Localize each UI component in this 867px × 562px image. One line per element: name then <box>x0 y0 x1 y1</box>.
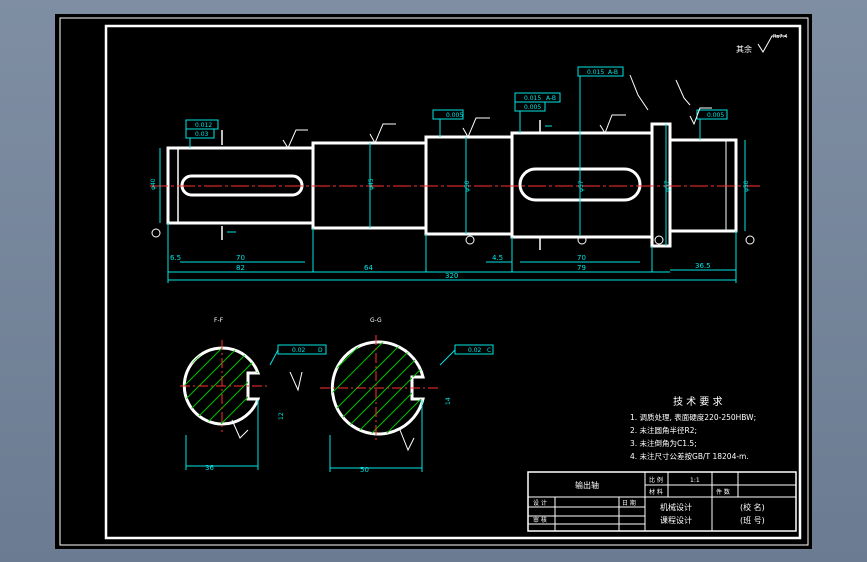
svg-text:0.005: 0.005 <box>446 112 463 119</box>
section-markers <box>221 120 552 250</box>
svg-text:70: 70 <box>236 254 245 262</box>
tech-line-4: 4. 未注尺寸公差按GB/T 18204-m. <box>630 451 749 461</box>
datum-symbols <box>151 228 755 245</box>
svg-text:件 数: 件 数 <box>716 488 730 496</box>
svg-text:比 例: 比 例 <box>649 476 663 484</box>
svg-text:0.03: 0.03 <box>195 131 209 138</box>
svg-text:G-G: G-G <box>370 317 382 324</box>
drawing-canvas: 其余 Ra7.4 φ40 φ45 φ50 φ57 φ57 <box>59 17 809 546</box>
section-f-f: F-F 36 12 0.02 D <box>180 317 327 472</box>
svg-text:A-B: A-B <box>546 95 556 102</box>
svg-text:(校 名): (校 名) <box>740 502 765 512</box>
diameter-labels: φ40 φ45 φ50 φ57 φ57 φ50 <box>150 178 750 192</box>
technical-requirements: 技 术 要 求 1. 调质处理, 表面硬度220-250HBW; 2. 未注圆角… <box>630 395 756 461</box>
svg-text:0.012: 0.012 <box>195 122 212 129</box>
outer-frame <box>59 17 809 546</box>
roughness-marks <box>282 74 712 150</box>
svg-text:36: 36 <box>205 464 214 472</box>
svg-text:14: 14 <box>445 397 452 405</box>
svg-text:课程设计: 课程设计 <box>660 515 692 525</box>
svg-text:12: 12 <box>278 412 285 420</box>
svg-text:1:1: 1:1 <box>690 477 700 484</box>
tech-line-2: 2. 未注圆角半径R2; <box>630 425 697 435</box>
svg-text:C: C <box>487 347 491 354</box>
tolerance-frames: 0.012 0.03 0.005 0.015 A-B 0.005 0.015 A… <box>185 66 728 148</box>
svg-text:82: 82 <box>236 264 245 272</box>
drawing-border <box>104 24 802 540</box>
svg-text:320: 320 <box>445 272 458 280</box>
svg-text:0.02: 0.02 <box>468 347 482 354</box>
title-block: 输出轴 比 例 1:1 材 料 件 数 设 计 审 核 日 期 机械设计 课程设… <box>527 471 797 532</box>
svg-text:F-F: F-F <box>214 317 224 324</box>
part-name: 输出轴 <box>575 480 599 490</box>
svg-text:审 核: 审 核 <box>533 516 547 524</box>
length-labels: 70 64 4.5 70 36.5 6.5 82 79 320 <box>170 254 711 280</box>
svg-text:0.005: 0.005 <box>707 112 724 119</box>
svg-text:φ57: φ57 <box>578 180 585 192</box>
section-g-g: G-G 50 14 0.02 C <box>320 317 494 474</box>
tech-line-3: 3. 未注倒角为C1.5; <box>630 438 697 448</box>
svg-text:50: 50 <box>360 466 369 474</box>
svg-text:70: 70 <box>577 254 586 262</box>
cad-drawing-viewport[interactable]: 其余 Ra7.4 φ40 φ45 φ50 φ57 φ57 <box>55 14 812 549</box>
svg-text:机械设计: 机械设计 <box>660 502 692 512</box>
svg-text:D: D <box>318 347 323 354</box>
svg-text:6.5: 6.5 <box>170 254 181 262</box>
svg-text:36.5: 36.5 <box>695 262 711 270</box>
svg-text:0.015: 0.015 <box>524 95 541 102</box>
length-dimensions <box>167 223 737 283</box>
roughness-note: 其余 <box>736 44 752 54</box>
svg-text:日 期: 日 期 <box>622 499 636 507</box>
tech-title: 技 术 要 求 <box>673 395 723 408</box>
svg-text:0.02: 0.02 <box>292 347 306 354</box>
svg-text:(班 号): (班 号) <box>740 515 765 525</box>
diameter-dim-lines <box>159 124 746 246</box>
svg-text:φ57: φ57 <box>664 180 671 192</box>
svg-text:φ50: φ50 <box>743 180 750 192</box>
shaft-outline <box>166 122 738 248</box>
svg-text:设 计: 设 计 <box>533 499 547 507</box>
svg-text:0.015: 0.015 <box>587 69 604 76</box>
svg-text:A-B: A-B <box>608 69 618 76</box>
svg-text:φ40: φ40 <box>150 178 157 190</box>
tech-line-1: 1. 调质处理, 表面硬度220-250HBW; <box>630 412 756 422</box>
svg-text:4.5: 4.5 <box>492 254 503 262</box>
svg-text:64: 64 <box>364 264 373 272</box>
svg-text:材 料: 材 料 <box>649 488 663 496</box>
roughness-symbol-text: Ra7.4 <box>773 34 787 40</box>
svg-text:79: 79 <box>577 264 586 272</box>
svg-text:φ50: φ50 <box>464 180 471 192</box>
svg-text:0.005: 0.005 <box>524 104 541 111</box>
svg-text:φ45: φ45 <box>368 178 375 190</box>
roughness-symbol <box>757 35 786 53</box>
